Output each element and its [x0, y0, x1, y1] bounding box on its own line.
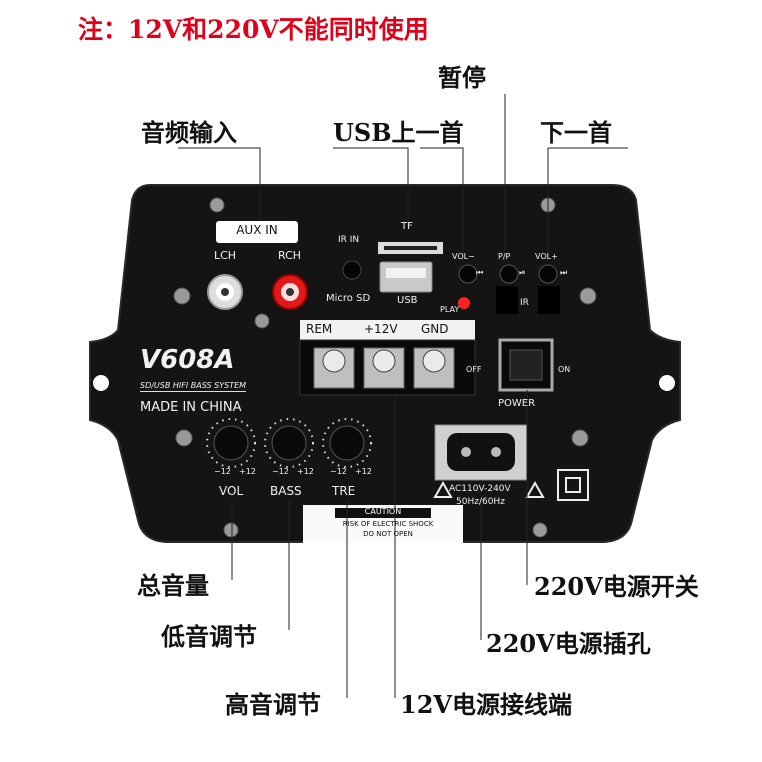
gnd-label: GND	[421, 322, 449, 336]
ir-in-label: IR IN	[338, 235, 360, 245]
tre-knob-label: TRE	[332, 484, 356, 498]
mount-hole-right	[659, 375, 675, 391]
ac-voltage-label: AC110V-240V	[449, 484, 511, 494]
pp-label: P/P	[498, 252, 511, 261]
callout-bass-adjust: 低音调节	[161, 622, 257, 651]
callout-treble-adjust: 高音调节	[225, 690, 321, 719]
vol-max-label: +12	[239, 467, 256, 476]
model-subtitle: SD/USB HIFI BASS SYSTEM	[140, 381, 247, 392]
tre-max-label: +12	[355, 467, 372, 476]
caution-title: CAUTION	[364, 507, 402, 516]
made-in-label: MADE IN CHINA	[140, 400, 242, 415]
bass-max-label: +12	[297, 467, 314, 476]
usb-label: USB	[397, 295, 418, 306]
warning-title: 注：12V和220V不能同时使用	[78, 15, 429, 44]
ac-frequency-label: 50Hz/60Hz	[456, 497, 505, 507]
next-track-icon: ⏭	[560, 268, 568, 277]
rem-label: REM	[306, 322, 333, 336]
callout-220v-switch: 220V电源开关	[534, 572, 699, 601]
power-label: POWER	[498, 398, 536, 409]
callout-master-volume: 总音量	[137, 571, 209, 600]
vol-knob-label: VOL	[219, 484, 244, 498]
vol-min-label: −12	[214, 467, 231, 476]
mount-hole-left	[93, 375, 109, 391]
rch-label: RCH	[278, 249, 302, 262]
play-pause-icon: ⏯	[519, 268, 526, 277]
ir-label: IR	[520, 298, 529, 308]
model-label: V608A	[140, 345, 235, 375]
on-label: ON	[558, 365, 571, 374]
lch-label: LCH	[214, 249, 237, 262]
tre-min-label: −12	[330, 467, 347, 476]
callout-220v-socket: 220V电源插孔	[486, 629, 651, 658]
bass-min-label: −12	[272, 467, 289, 476]
prev-track-icon: ⏮	[476, 268, 484, 277]
callout-usb-prev: USB上一首	[333, 118, 464, 147]
caution-line2: DO NOT OPEN	[363, 530, 413, 538]
aux-in-label: AUX IN	[236, 223, 278, 237]
vol-minus-label: VOL−	[452, 252, 475, 261]
tf-label: TF	[401, 221, 413, 232]
callout-pause: 暂停	[438, 63, 486, 92]
off-label: OFF	[466, 365, 482, 374]
bass-knob-label: BASS	[270, 484, 302, 498]
callout-audio-input: 音频输入	[141, 118, 237, 147]
plus12v-label: +12V	[364, 322, 398, 336]
play-label: PLAY	[440, 305, 460, 314]
caution-line1: RISK OF ELECTRIC SHOCK	[342, 520, 434, 528]
callout-12v-terminal: 12V电源接线端	[400, 690, 573, 719]
vol-plus-label: VOL+	[535, 252, 558, 261]
callout-next: 下一首	[540, 118, 612, 147]
micro-sd-label: Micro SD	[326, 293, 371, 304]
